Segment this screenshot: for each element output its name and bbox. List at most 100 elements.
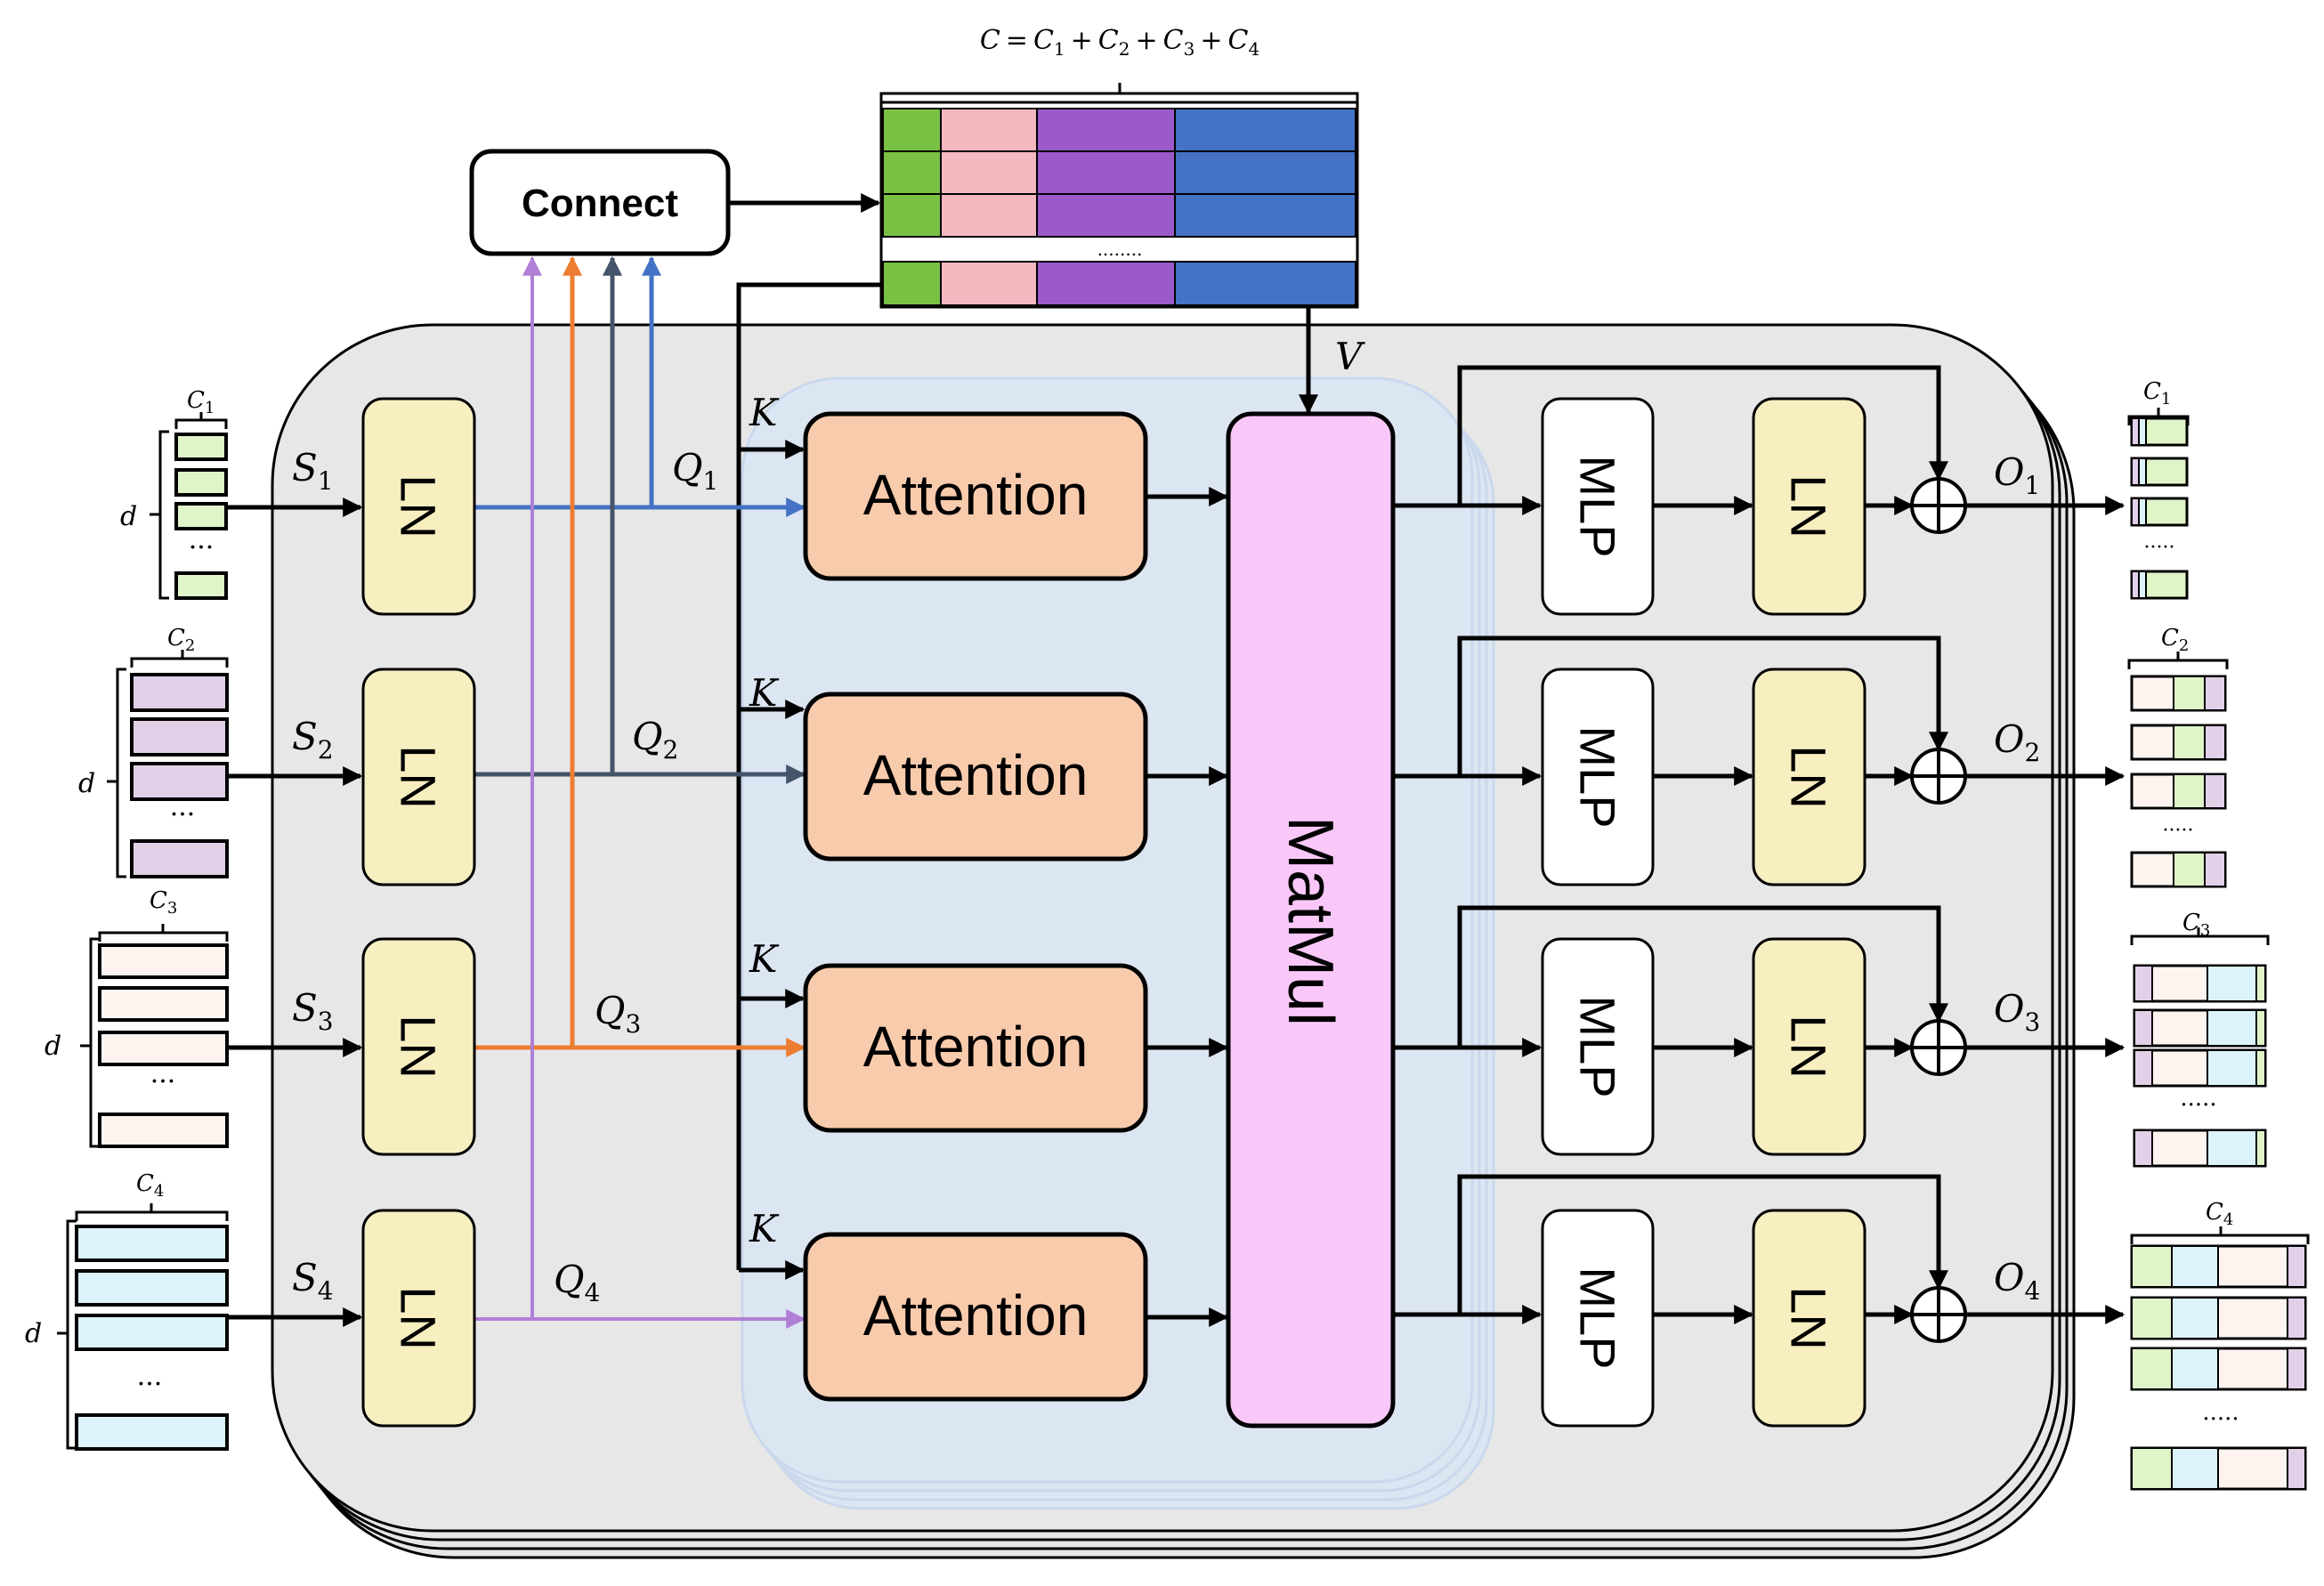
ln-box-left-2: LN bbox=[361, 668, 476, 886]
s-input-arrows bbox=[226, 498, 363, 1327]
ln-box-right-1: LN bbox=[1752, 397, 1866, 616]
d-label-4: d bbox=[25, 1318, 42, 1349]
o-label-2: O2 bbox=[1994, 717, 2040, 767]
input-c-label-2: C2 bbox=[167, 625, 195, 655]
input-c-label-3: C3 bbox=[150, 887, 177, 918]
s-label-3: S3 bbox=[292, 986, 334, 1036]
svg-text:Attention: Attention bbox=[863, 1283, 1089, 1347]
q-routing-lines bbox=[472, 255, 806, 1329]
output-c-label-1: C1 bbox=[2143, 378, 2171, 409]
input-tokens-1 bbox=[150, 412, 228, 600]
formula-brace bbox=[879, 83, 1359, 102]
output-tokens-4 bbox=[2130, 1226, 2310, 1491]
svg-text:LN: LN bbox=[1781, 474, 1837, 538]
ln-box-left-4: LN bbox=[361, 1209, 476, 1428]
svg-text:MLP: MLP bbox=[1570, 725, 1626, 828]
o-label-4: O4 bbox=[1994, 1256, 2040, 1306]
output-ellipsis-1: ····· bbox=[2144, 537, 2175, 559]
attention-box-1: Attention bbox=[803, 411, 1148, 581]
residual-add-icon-3 bbox=[1910, 1019, 1967, 1076]
svg-text:MLP: MLP bbox=[1570, 455, 1626, 557]
attention-box-2: Attention bbox=[803, 692, 1148, 862]
channel-sum-formula: C=C1+C2+C3+C4 bbox=[980, 25, 1259, 60]
svg-text:LN: LN bbox=[1781, 745, 1837, 809]
s-label-4: S4 bbox=[292, 1256, 334, 1306]
input-c-label-4: C4 bbox=[136, 1170, 164, 1201]
concatenated-token-table: ........ bbox=[879, 101, 1359, 309]
svg-text:MLP: MLP bbox=[1570, 1266, 1626, 1369]
attention-box-3: Attention bbox=[803, 963, 1148, 1133]
q-label-3: Q3 bbox=[595, 989, 641, 1039]
concat-row bbox=[882, 150, 1356, 195]
output-tokens-3 bbox=[2130, 927, 2270, 1168]
matmul-box: MatMul bbox=[1226, 411, 1396, 1428]
residual-add-icon-2 bbox=[1910, 748, 1967, 805]
output-tokens-1 bbox=[2127, 408, 2190, 600]
ln-box-left-1: LN bbox=[361, 397, 476, 616]
output-c-label-4: C4 bbox=[2206, 1199, 2233, 1229]
output-ellipsis-3: ····· bbox=[2180, 1092, 2216, 1119]
mlp-box-3: MLP bbox=[1541, 937, 1655, 1156]
ln-box-right-3: LN bbox=[1752, 937, 1866, 1156]
input-ellipsis-2: ··· bbox=[170, 799, 196, 830]
residual-add-icon-1 bbox=[1910, 477, 1967, 534]
svg-text:MatMul: MatMul bbox=[1275, 816, 1346, 1026]
connect-box: Connect bbox=[469, 149, 731, 256]
attention-to-matmul-arrows bbox=[1146, 487, 1229, 1327]
ln-box-right-2: LN bbox=[1752, 668, 1866, 886]
k-label-2: K bbox=[749, 671, 780, 715]
attention-box-4: Attention bbox=[803, 1232, 1148, 1402]
svg-text:MLP: MLP bbox=[1570, 995, 1626, 1097]
residual-add-icon-4 bbox=[1910, 1286, 1967, 1343]
output-c-label-3: C3 bbox=[2182, 910, 2210, 940]
mlp-box-1: MLP bbox=[1541, 397, 1655, 616]
svg-text:LN: LN bbox=[391, 474, 447, 538]
k-label-4: K bbox=[749, 1207, 780, 1250]
concat-row bbox=[882, 193, 1356, 238]
s-label-1: S1 bbox=[292, 446, 334, 496]
input-tokens-4 bbox=[57, 1203, 229, 1451]
concat-ellipsis: ........ bbox=[1097, 239, 1143, 260]
svg-text:LN: LN bbox=[1781, 1015, 1837, 1079]
q-label-1: Q1 bbox=[672, 446, 718, 496]
input-c-label-1: C1 bbox=[187, 387, 215, 417]
mlp-box-2: MLP bbox=[1541, 668, 1655, 886]
concat-row bbox=[882, 108, 1356, 152]
v-label: V bbox=[1335, 335, 1365, 378]
k-arrows bbox=[739, 440, 806, 1280]
input-ellipsis-1: ··· bbox=[189, 532, 215, 563]
input-ellipsis-4: ··· bbox=[137, 1369, 163, 1400]
input-ellipsis-3: ··· bbox=[150, 1066, 176, 1097]
o-label-3: O3 bbox=[1994, 987, 2040, 1037]
connect-label: Connect bbox=[522, 182, 678, 225]
ln-box-left-3: LN bbox=[361, 937, 476, 1156]
o-label-1: O1 bbox=[1994, 450, 2040, 500]
k-label-3: K bbox=[749, 937, 780, 981]
output-ellipsis-4: ····· bbox=[2202, 1406, 2239, 1433]
svg-text:Attention: Attention bbox=[863, 463, 1089, 527]
output-tokens-2 bbox=[2127, 651, 2229, 888]
svg-text:Attention: Attention bbox=[863, 743, 1089, 807]
right-flow-lines bbox=[1393, 365, 2126, 1324]
mlp-box-4: MLP bbox=[1541, 1209, 1655, 1428]
d-label-2: d bbox=[78, 768, 95, 799]
d-label-1: d bbox=[120, 501, 137, 532]
svg-text:LN: LN bbox=[1781, 1286, 1837, 1350]
k-label-1: K bbox=[749, 391, 780, 434]
s-label-2: S2 bbox=[292, 715, 334, 765]
ln-box-right-4: LN bbox=[1752, 1209, 1866, 1428]
svg-text:LN: LN bbox=[391, 1015, 447, 1079]
concat-row bbox=[882, 261, 1356, 306]
svg-text:LN: LN bbox=[391, 1286, 447, 1350]
svg-text:Attention: Attention bbox=[863, 1015, 1089, 1079]
input-tokens-3 bbox=[80, 924, 229, 1148]
output-c-label-2: C2 bbox=[2161, 625, 2189, 655]
k-bus-line bbox=[736, 282, 881, 1270]
d-label-3: d bbox=[45, 1031, 61, 1062]
output-ellipsis-2: ····· bbox=[2163, 820, 2194, 842]
q-label-4: Q4 bbox=[554, 1258, 600, 1307]
q-label-2: Q2 bbox=[632, 715, 678, 765]
svg-text:LN: LN bbox=[391, 745, 447, 809]
input-tokens-2 bbox=[107, 650, 229, 878]
